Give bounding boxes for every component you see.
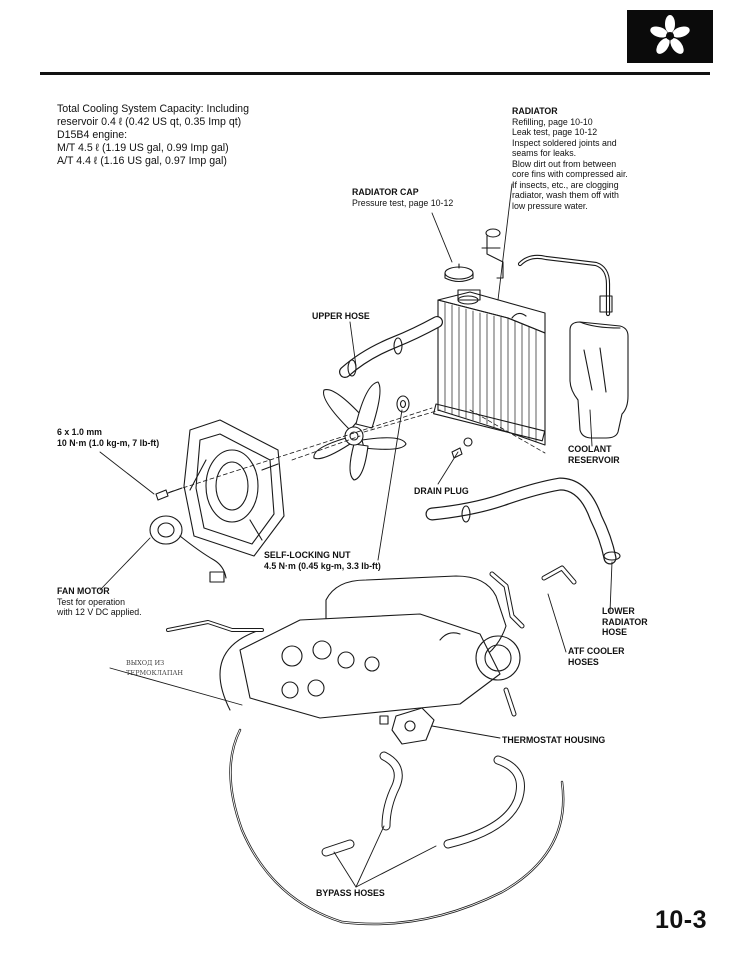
bolt-size: 6 x 1.0 mm — [57, 427, 102, 437]
fan-motor-title: FAN MOTOR — [57, 586, 110, 596]
radiator-title: RADIATOR — [512, 106, 558, 116]
radiator-note: seams for leaks. — [512, 148, 577, 158]
drain-plug-title: DRAIN PLUG — [414, 486, 469, 496]
overflow-tube — [517, 254, 611, 317]
radiator-note: Inspect soldered joints and — [512, 137, 617, 148]
radiator-note: core fins with compressed air. — [512, 169, 628, 179]
atf-cooler-hoses-line: ATF COOLER — [568, 646, 625, 656]
lower-radiator-hose-drawing — [425, 477, 621, 565]
fan-motor-note: with 12 V DC applied. — [57, 607, 142, 617]
fan-motor-note: Test for operation — [57, 596, 125, 607]
bypass-hoses-drawing — [321, 751, 525, 857]
bolt-torque: 10 N·m (1.0 kg-m, 7 lb-ft) — [57, 437, 160, 448]
nut-drawing — [396, 395, 410, 413]
radiator-label: RADIATOR Refilling, page 10-10 Leak test… — [512, 106, 628, 211]
self-locking-nut-title: SELF-LOCKING NUT — [264, 550, 351, 560]
lower-radiator-hose-line: RADIATOR — [602, 616, 648, 627]
upper-hose-title: UPPER HOSE — [312, 311, 370, 321]
thermostat-housing-label: THERMOSTAT HOUSING — [502, 735, 605, 746]
header-rule — [40, 72, 710, 75]
fan-motor-drawing — [149, 515, 227, 583]
thermostat-housing-title: THERMOSTAT HOUSING — [502, 735, 606, 745]
self-locking-nut-label: SELF-LOCKING NUT 4.5 N·m (0.45 kg-m, 3.3… — [264, 550, 381, 571]
fan-icon-graphic — [650, 15, 690, 54]
handwritten-note-line: ТЕРМОКЛАПАН — [126, 669, 184, 677]
radiator-note: low pressure water. — [512, 200, 588, 211]
bypass-hoses-label: BYPASS HOSES — [316, 888, 385, 899]
engine-drawing — [219, 575, 521, 719]
coolant-reservoir-drawing — [569, 295, 629, 439]
radiator-drawing — [433, 289, 546, 446]
spec-line: M/T 4.5 ℓ (1.19 US gal, 0.99 Imp gal) — [57, 142, 229, 154]
cooling-capacity-spec: Total Cooling System Capacity: Including… — [57, 103, 249, 168]
radiator-note: Refilling, page 10-10 — [512, 116, 593, 127]
lower-radiator-hose-line: HOSE — [602, 627, 627, 637]
self-locking-nut-torque: 4.5 N·m (0.45 kg-m, 3.3 lb-ft) — [264, 560, 381, 571]
radiator-cap-title: RADIATOR CAP — [352, 187, 419, 197]
upper-hose-drawing — [339, 316, 443, 378]
atf-cooler-hoses-label: ATF COOLER HOSES — [568, 646, 625, 667]
upper-hose-label: UPPER HOSE — [312, 311, 370, 322]
drain-plug-drawing — [451, 437, 473, 459]
handwritten-note-line: ВЫХОД ИЗ — [126, 659, 165, 667]
radiator-cap-drawing — [444, 263, 474, 283]
coolant-reservoir-title2: RESERVOIR — [568, 454, 620, 465]
spec-line: A/T 4.4 ℓ (1.16 US gal, 0.97 Imp gal) — [57, 155, 227, 167]
atf-cooler-hoses-line: HOSES — [568, 656, 599, 667]
fan-blade-drawing — [313, 381, 407, 481]
page-number: 10-3 — [655, 906, 708, 934]
coolant-reservoir-title: COOLANT — [568, 444, 612, 454]
fan-section-icon — [627, 10, 713, 63]
spec-line: reservoir 0.4 ℓ (0.42 US qt, 0.35 Imp qt… — [57, 116, 242, 128]
thermostat-housing-drawing — [379, 707, 435, 745]
bolt-label: 6 x 1.0 mm 10 N·m (1.0 kg-m, 7 lb-ft) — [57, 427, 159, 448]
spec-line: Total Cooling System Capacity: Including — [57, 103, 249, 115]
spec-line: D15B4 engine: — [57, 129, 128, 141]
front-hose — [166, 620, 264, 632]
bypass-hoses-title: BYPASS HOSES — [316, 888, 385, 898]
radiator-note: If insects, etc., are clogging — [512, 179, 619, 190]
drain-plug-label: DRAIN PLUG — [414, 486, 469, 497]
fan-shroud-drawing — [183, 419, 285, 557]
coolant-reservoir-label: COOLANT RESERVOIR — [568, 444, 620, 465]
radiator-note: Blow dirt out from between — [512, 158, 617, 169]
lower-radiator-hose-line: LOWER — [602, 606, 635, 616]
fan-motor-label: FAN MOTOR Test for operation with 12 V D… — [57, 586, 142, 618]
radiator-note: Leak test, page 10-12 — [512, 127, 598, 137]
radiator-cap-note: Pressure test, page 10-12 — [352, 197, 454, 208]
atf-cooler-hoses-drawing — [489, 565, 577, 717]
radiator-note: radiator, wash them off with — [512, 190, 619, 200]
lower-radiator-hose-label: LOWER RADIATOR HOSE — [602, 606, 648, 638]
assembly-centerlines — [169, 407, 546, 493]
radiator-cap-label: RADIATOR CAP Pressure test, page 10-12 — [352, 187, 453, 208]
leader-lines — [99, 183, 613, 888]
handwritten-note: ВЫХОД ИЗ ТЕРМОКЛАПАН — [126, 658, 183, 678]
harness-loop — [229, 728, 565, 926]
cap-bracket-drawing — [481, 228, 504, 279]
